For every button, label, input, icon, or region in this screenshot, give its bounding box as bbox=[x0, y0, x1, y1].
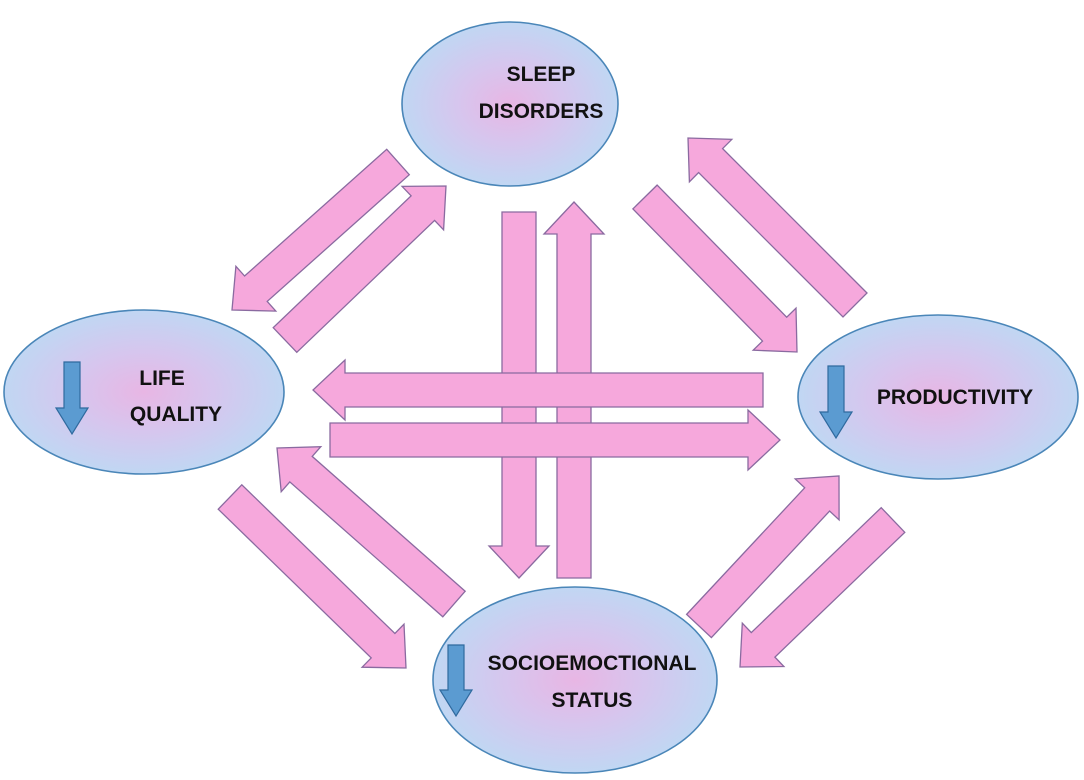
node-label-line: STATUS bbox=[552, 689, 633, 712]
arrows-layer bbox=[217, 137, 906, 669]
node-sleep-disorders-ellipse bbox=[401, 21, 619, 187]
node-label-line: PRODUCTIVITY bbox=[877, 386, 1033, 409]
arrow-productivity-to-life-quality bbox=[312, 358, 764, 422]
down-arrow-icon bbox=[438, 644, 474, 718]
arrow-productivity-to-socioemotional-status bbox=[739, 506, 906, 668]
node-label-line: LIFE bbox=[139, 367, 185, 390]
node-label-line: QUALITY bbox=[130, 403, 222, 426]
arrow-life-quality-to-socioemotional-status bbox=[217, 483, 407, 669]
down-arrow-icon bbox=[818, 365, 854, 440]
node-socioemotional-status: SOCIOEMOCTIONAL STATUS bbox=[432, 586, 718, 774]
arrow-sleep-disorders-to-productivity bbox=[631, 184, 798, 353]
node-socioemotional-status-ellipse bbox=[432, 586, 718, 774]
node-life-quality: LIFE QUALITY bbox=[3, 309, 285, 475]
arrow-sleep-disorders-to-life-quality bbox=[231, 148, 411, 312]
arrow-socioemotional-status-to-productivity bbox=[685, 475, 840, 639]
arrow-socioemotional-status-to-life-quality bbox=[276, 446, 467, 618]
arrow-life-quality-to-productivity bbox=[329, 408, 781, 472]
arrow-productivity-to-sleep-disorders bbox=[687, 137, 868, 318]
node-productivity: PRODUCTIVITY bbox=[797, 314, 1079, 480]
node-label-line: SOCIOEMOCTIONAL bbox=[488, 652, 697, 675]
node-label-line: SLEEP bbox=[507, 63, 576, 86]
down-arrow-icon bbox=[54, 361, 90, 436]
arrow-life-quality-to-sleep-disorders bbox=[272, 185, 447, 354]
node-productivity-ellipse bbox=[797, 314, 1079, 480]
node-life-quality-ellipse bbox=[3, 309, 285, 475]
node-sleep-disorders: SLEEP DISORDERS bbox=[401, 21, 619, 187]
node-label-line: DISORDERS bbox=[479, 100, 604, 123]
